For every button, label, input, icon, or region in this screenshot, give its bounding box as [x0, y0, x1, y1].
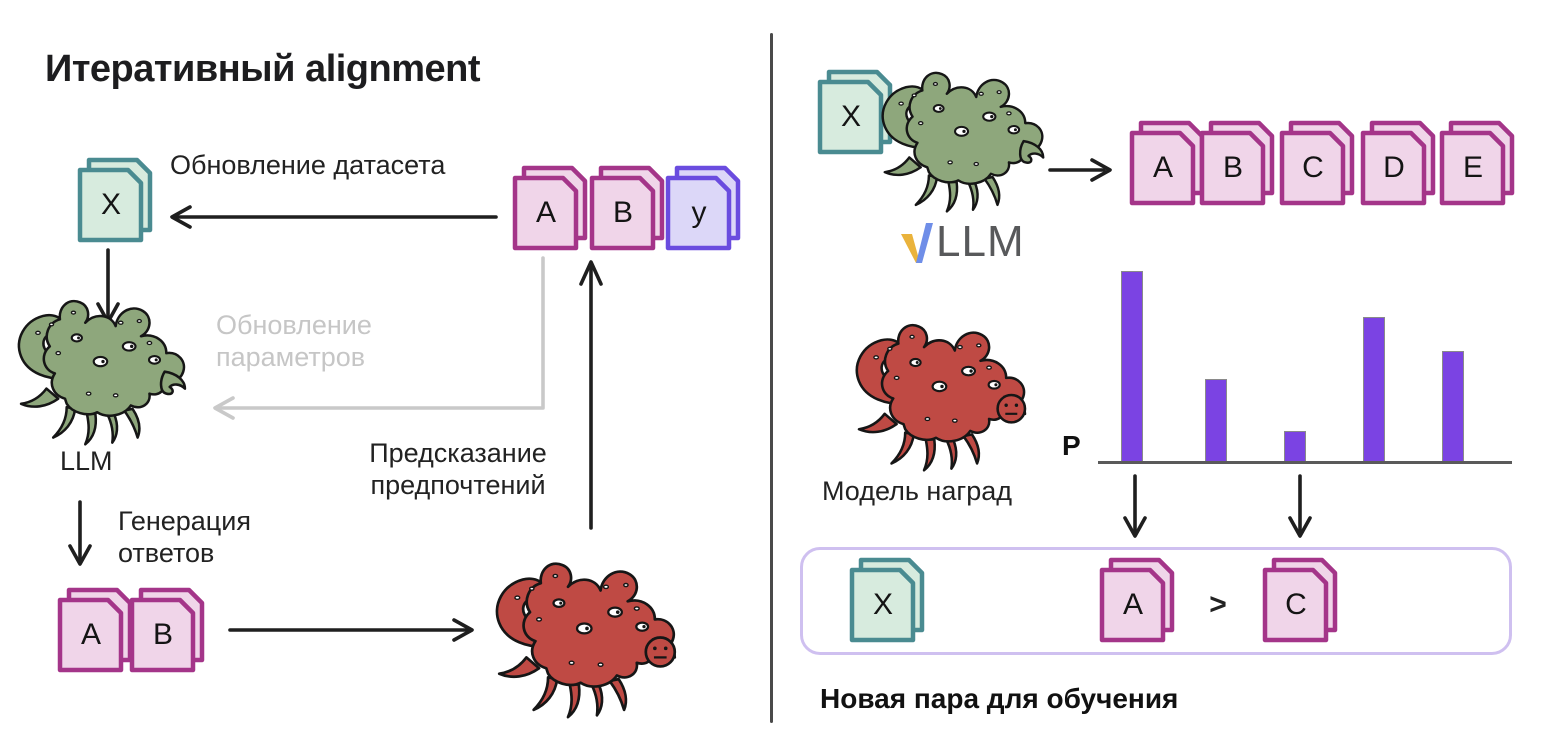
card-letter: A	[535, 196, 556, 229]
card-letter: C	[1285, 588, 1307, 621]
dataset-update-label: Обновление датасета	[170, 150, 446, 180]
arrow-parameter-update	[213, 256, 545, 420]
reward-model-label: Модель наград	[822, 476, 1012, 506]
panel-divider	[770, 33, 773, 723]
card-letter: X	[100, 188, 121, 221]
card-letter: A	[1122, 588, 1143, 621]
reward-axis	[1098, 461, 1512, 464]
llm-shoggoth-illustration	[17, 299, 187, 446]
parameter-update-label: Обновление параметров	[216, 310, 372, 372]
arrow-select-winner	[1123, 474, 1147, 538]
reward-bar-A	[1121, 271, 1143, 461]
prompt-card-x-left: X	[78, 158, 152, 242]
card-letter: A	[80, 618, 101, 651]
vllm-logo: LLM	[900, 220, 1025, 264]
reward-bar-B	[1205, 379, 1227, 461]
card-letter: X	[872, 588, 893, 621]
new-pair-label: Новая пара для обучения	[820, 683, 1179, 714]
greater-than-symbol: >	[1209, 588, 1227, 621]
card-letter: E	[1462, 151, 1483, 184]
arrow-answers-to-reward-model	[228, 618, 474, 642]
prompt-card-x-right: X	[818, 70, 892, 154]
llm-label: LLM	[60, 446, 113, 476]
card-letter: C	[1302, 151, 1324, 184]
card-letter: A	[1152, 151, 1173, 184]
arrow-generation	[68, 500, 92, 566]
card-candidate-e: E	[1440, 121, 1514, 205]
prediction-label: Предсказание предпочтений	[369, 438, 547, 500]
card-preference-y: у	[666, 166, 740, 250]
vllm-shoggoth-illustration	[881, 71, 1045, 213]
card-answer-a-bottom: A	[58, 588, 132, 672]
card-answer-b-top: B	[590, 166, 664, 250]
generation-label: Генерация ответов	[118, 506, 251, 568]
reward-bar-E	[1442, 351, 1464, 461]
card-letter: у	[691, 196, 707, 229]
card-candidate-b: B	[1200, 121, 1274, 205]
vllm-wordmark: LLM	[936, 217, 1025, 266]
page-title: Итеративный alignment	[45, 48, 481, 90]
card-answer-a-top: A	[513, 166, 587, 250]
card-letter: B	[152, 618, 173, 651]
card-candidate-d: D	[1361, 121, 1435, 205]
card-letter: X	[840, 100, 861, 133]
probability-axis-label: P	[1062, 430, 1081, 461]
reward-bars	[1098, 261, 1512, 461]
card-candidate-a: A	[1130, 121, 1204, 205]
card-letter: D	[1383, 151, 1405, 184]
reward-model-shoggoth-illustration	[495, 562, 677, 719]
arrow-llm-to-candidates	[1048, 158, 1112, 182]
pair-card-winner: A	[1100, 558, 1174, 642]
reward-model-shoggoth-illustration	[855, 323, 1027, 472]
reward-bar-D	[1363, 317, 1385, 461]
vllm-v-icon	[901, 223, 933, 263]
reward-bar-C	[1284, 431, 1306, 461]
arrow-dataset-update	[170, 205, 498, 229]
arrow-select-loser	[1288, 474, 1312, 538]
arrow-preference-prediction	[579, 260, 603, 530]
pair-card-loser: C	[1263, 558, 1337, 642]
card-letter: B	[1222, 151, 1243, 184]
card-letter: B	[612, 196, 633, 229]
card-candidate-c: C	[1280, 121, 1354, 205]
card-answer-b-bottom: B	[130, 588, 204, 672]
pair-card-x: X	[850, 558, 924, 642]
